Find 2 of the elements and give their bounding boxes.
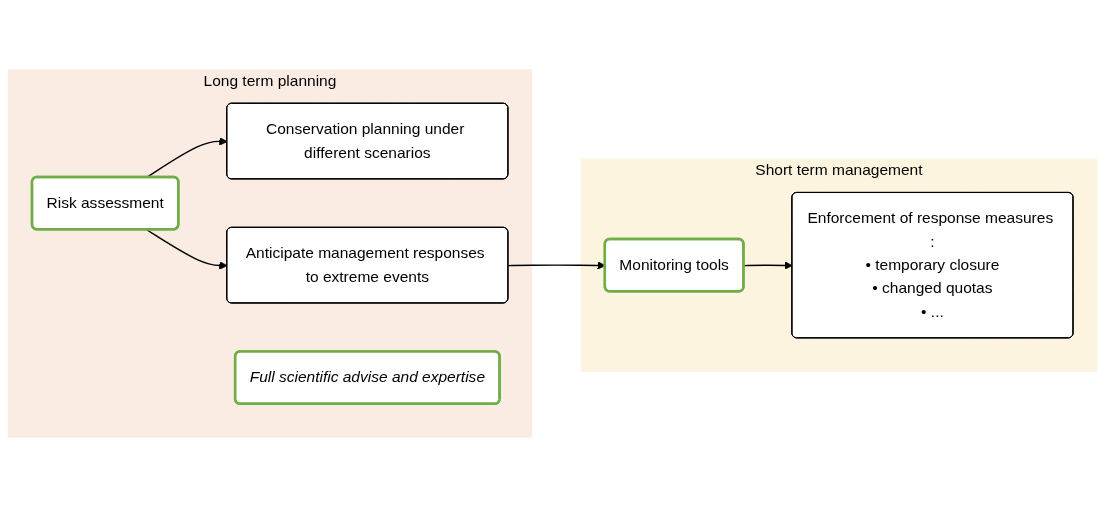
arrow (146, 229, 228, 270)
arrow (743, 261, 793, 270)
